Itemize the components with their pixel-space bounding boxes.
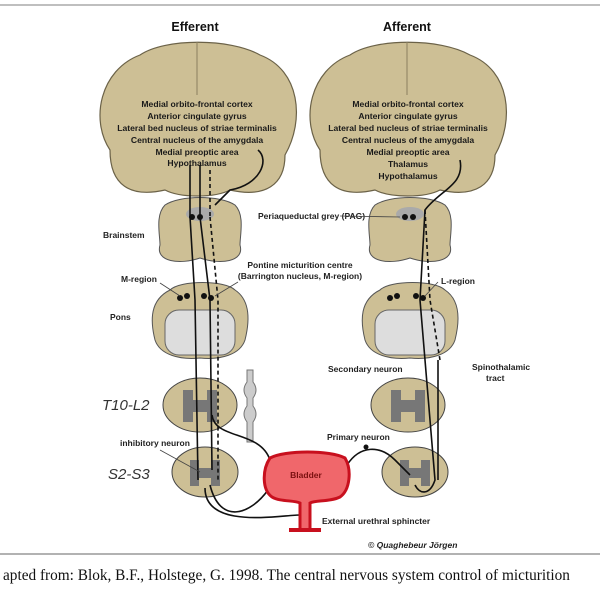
spinothalamic-label: Spinothalamic [472, 362, 530, 372]
pag-label: Periaqueductal grey (PAG) [258, 211, 365, 221]
svg-text:Hypothalamus: Hypothalamus [378, 171, 437, 181]
afferent-title: Afferent [383, 20, 432, 34]
afferent-spinal-s2-s3 [381, 446, 449, 498]
m-region-label: M-region [121, 274, 157, 284]
t10-l2-label: T10-L2 [102, 397, 150, 414]
secondary-neuron-label: Secondary neuron [328, 364, 403, 374]
svg-text:Medial preoptic area: Medial preoptic area [366, 147, 449, 157]
svg-text:Thalamus: Thalamus [388, 159, 428, 169]
afferent-pons [361, 282, 459, 359]
brainstem-label: Brainstem [103, 230, 145, 240]
l-region-leader-line [424, 281, 439, 297]
sphincter-label: External urethral sphincter [322, 516, 431, 526]
efferent-pons [151, 282, 249, 359]
primary-neuron-label: Primary neuron [327, 432, 390, 442]
primary-neuron-cell-body [363, 444, 369, 450]
efferent-brain [99, 41, 297, 197]
sympathetic-ganglion-chain [243, 369, 257, 443]
efferent-pathways [189, 149, 301, 519]
external-urethral-sphincter [289, 528, 321, 532]
afferent-brain [309, 41, 507, 197]
svg-text:Central nucleus of the amygdal: Central nucleus of the amygdala [342, 135, 475, 145]
svg-text:Medial orbito-frontal cortex: Medial orbito-frontal cortex [141, 99, 252, 109]
svg-text:Anterior cingulate gyrus: Anterior cingulate gyrus [147, 111, 247, 121]
svg-text:Medial preoptic area: Medial preoptic area [155, 147, 238, 157]
pmc-leader-line [214, 281, 239, 297]
pag-leader-line [339, 215, 401, 218]
pmc-label: Pontine micturition centre [247, 260, 353, 270]
m-region-leader-line [159, 282, 181, 297]
l-region-label: L-region [441, 276, 475, 286]
afferent-pathways [346, 159, 462, 493]
svg-text:Central nucleus of the amygdal: Central nucleus of the amygdala [131, 135, 264, 145]
svg-text:Medial orbito-frontal cortex: Medial orbito-frontal cortex [352, 99, 463, 109]
pmc-label-detail: (Barrington nucleus, M-region) [238, 271, 362, 281]
afferent-brainstem [368, 197, 452, 263]
efferent-brain-regions: Medial orbito-frontal cortex Anterior ci… [117, 99, 277, 168]
copyright: © Quaghebeur Jörgen [368, 540, 457, 550]
figure-caption: apted from: Blok, B.F., Holstege, G. 199… [3, 567, 570, 584]
spinothalamic-label-2: tract [486, 373, 505, 383]
efferent-title: Efferent [171, 20, 219, 34]
svg-text:Lateral bed nucleus of striae: Lateral bed nucleus of striae terminalis [117, 123, 277, 133]
bladder: Bladder [262, 450, 351, 532]
pons-label: Pons [110, 312, 131, 322]
svg-text:Anterior cingulate gyrus: Anterior cingulate gyrus [358, 111, 458, 121]
svg-text:Lateral bed nucleus of striae: Lateral bed nucleus of striae terminalis [328, 123, 488, 133]
s2-s3-label: S2-S3 [108, 466, 150, 483]
svg-text:Hypothalamus: Hypothalamus [167, 158, 226, 168]
inhibitory-neuron-label: inhibitory neuron [120, 438, 190, 448]
bladder-label: Bladder [290, 470, 322, 480]
inhibitory-leader-line [159, 449, 201, 473]
afferent-brain-regions: Medial orbito-frontal cortex Anterior ci… [328, 99, 488, 181]
efferent-spinal-t10-l2 [162, 377, 238, 433]
afferent-spinal-t10-l2 [370, 377, 446, 433]
